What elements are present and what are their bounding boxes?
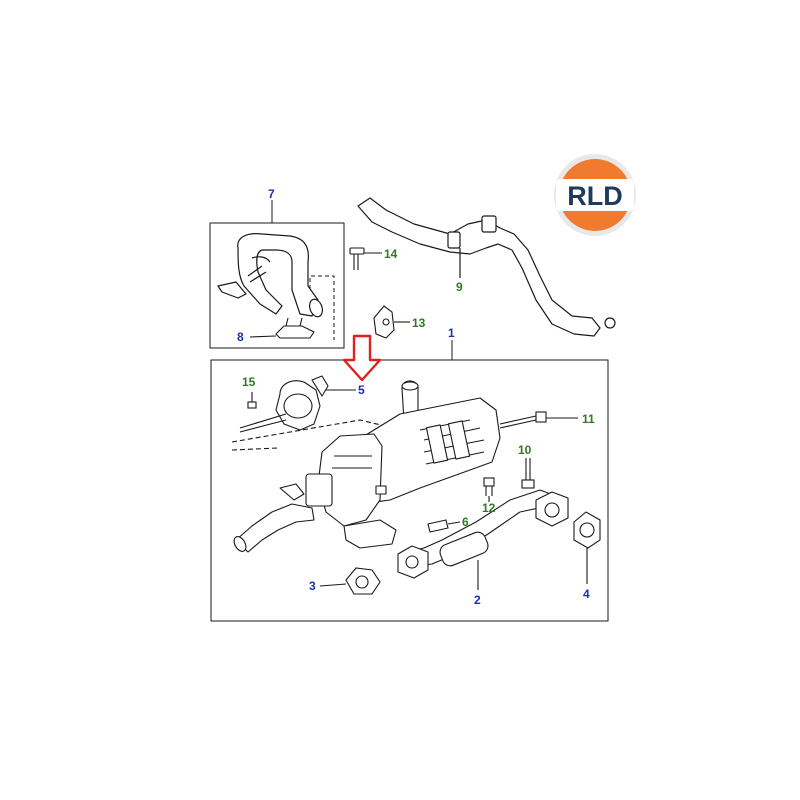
coolant-hose-part-7: [217, 233, 324, 318]
stud-part-6: [427, 519, 461, 533]
callout-3: 3: [309, 579, 316, 593]
callout-10: 10: [518, 443, 532, 457]
callout-6: 6: [462, 515, 469, 529]
callout-7: 7: [268, 187, 275, 201]
bolt-part-10: [521, 458, 535, 489]
exhaust-pipe-part-2: [397, 489, 569, 590]
hose-assembly-box: [209, 222, 345, 349]
egr-module-box: [210, 200, 609, 622]
callout-9: 9: [456, 280, 463, 294]
gasket-part-3: [319, 567, 381, 595]
leader-6: [447, 521, 461, 525]
egr-valve-part-5: [231, 375, 411, 451]
red-down-arrow: [342, 334, 382, 382]
gasket-part-4: [573, 511, 601, 584]
bolt-part-11: [499, 411, 578, 429]
stud-part-12: [483, 477, 495, 502]
callout-15: 15: [242, 375, 256, 389]
bracket-part-13: [373, 305, 410, 339]
callout-2: 2: [474, 593, 481, 607]
callout-8: 8: [237, 330, 244, 344]
bolt-part-15: [247, 392, 257, 409]
callout-13: 13: [412, 316, 426, 330]
highlight-arrow: [342, 334, 382, 382]
callout-5: 5: [358, 383, 365, 397]
callout-14: 14: [384, 247, 398, 261]
callout-4: 4: [583, 587, 590, 601]
callout-labels: 1 2 3 4 5 6 7 8 9 10 11 12 13 14 15: [237, 187, 595, 607]
logo-text: RLD: [567, 181, 623, 211]
egr-cooler-part-1: [233, 380, 501, 553]
leader-3: [319, 583, 347, 587]
coolant-pipe-part-9: [357, 197, 616, 337]
clamp-part-8: [249, 317, 315, 339]
bolt-part-14: [349, 247, 382, 270]
callout-11: 11: [582, 412, 595, 426]
logo-band: [556, 179, 634, 211]
hose-assembly-dashed-leader: [309, 275, 335, 340]
leader-8: [249, 335, 277, 338]
hose-assembly-frame: [209, 222, 345, 349]
callout-12: 12: [482, 501, 496, 515]
callout-1: 1: [448, 326, 455, 340]
egr-module-frame: [210, 359, 609, 622]
rld-logo: RLD: [554, 154, 636, 236]
